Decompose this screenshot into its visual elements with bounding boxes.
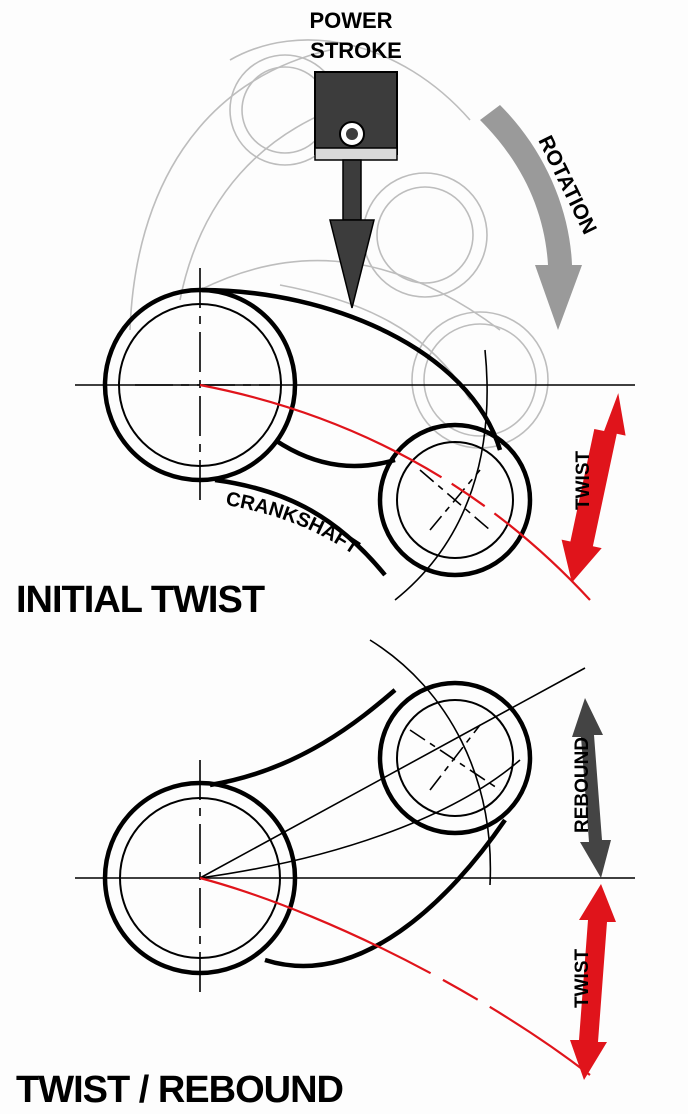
centerlines-rebound: [75, 639, 635, 1000]
crankshaft-label: CRANKSHAFT: [224, 488, 363, 559]
rotation-arrow: ROTATION: [480, 105, 601, 330]
rebound-arrow: REBOUND: [572, 698, 611, 878]
twist-arrow-top: TWIST: [561, 393, 626, 583]
initial-twist-panel: ROTATION POWER STROKE CRANKSHAFT TWIST I…: [16, 8, 635, 621]
power-stroke-arrow: [329, 159, 375, 309]
initial-twist-title: INITIAL TWIST: [16, 579, 265, 621]
rebound-label: REBOUND: [572, 737, 593, 833]
twist-line-rebound: [199, 876, 591, 1076]
centerlines-initial: [75, 268, 635, 601]
twist-arrow-bottom: TWIST: [570, 884, 616, 1080]
twist-label-top: TWIST: [573, 451, 594, 510]
twist-rebound-title: TWIST / REBOUND: [16, 1069, 343, 1111]
power-label: POWER: [309, 8, 392, 33]
twist-rebound-panel: REBOUND TWIST TWIST / REBOUND: [16, 639, 635, 1111]
crankshaft-rebound: [102, 680, 533, 976]
piston: [314, 71, 398, 161]
twist-label-bottom: TWIST: [572, 949, 593, 1008]
twist-line-initial: [199, 383, 591, 601]
stroke-label: STROKE: [310, 38, 402, 63]
